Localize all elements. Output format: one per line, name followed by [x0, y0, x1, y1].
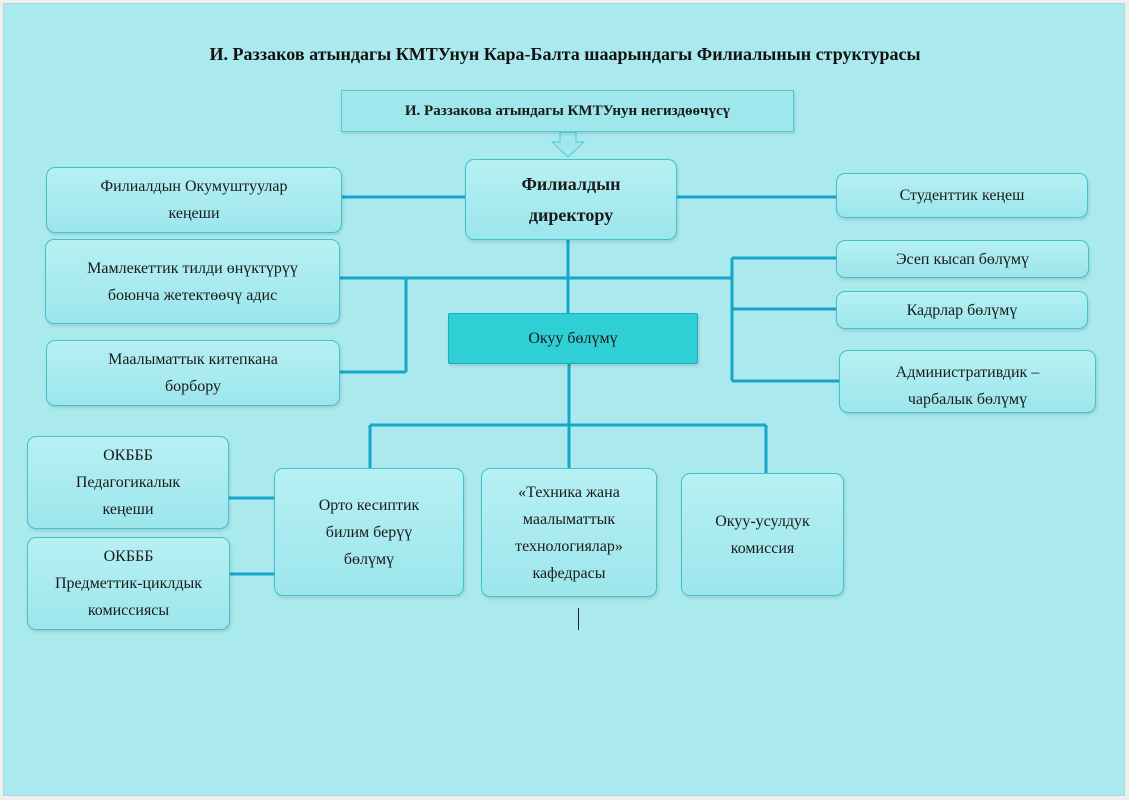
- node-director-line-1: Филиалдын: [521, 173, 621, 194]
- text-cursor: [578, 608, 579, 630]
- node-it-chair-line-2: маалыматтык: [522, 510, 616, 528]
- node-administrative-line-1: Административдик –: [895, 364, 1040, 381]
- node-academic-department: Окуу бөлүмү: [448, 313, 698, 364]
- diagram-canvas: И. Раззаков атындагы КМТУнун Кара-Балта …: [3, 3, 1125, 796]
- node-subject-commission-line-2: Предметтик-циклдык: [54, 575, 202, 592]
- connector-lines: [229, 131, 839, 576]
- node-director-line-2: директору: [528, 204, 614, 225]
- node-it-chair-line-1: «Техника жана: [518, 483, 620, 501]
- node-library-line-1: Маалыматтык китепкана: [108, 351, 278, 368]
- node-vocational: Орто кесиптик билим берүү бөлүмү: [274, 468, 464, 596]
- node-subject-commission-line-3: комиссиясы: [87, 602, 170, 619]
- node-administrative-line-2: чарбалык бөлүмү: [907, 391, 1028, 408]
- node-administrative: Административдик – чарбалык бөлүмү: [839, 350, 1096, 413]
- node-scientific-council-line-2: кеңеши: [168, 205, 220, 222]
- node-it-chair-line-3: технологиялар»: [515, 537, 623, 555]
- founder-arrow: [550, 131, 586, 158]
- node-it-chair-line-4: кафедрасы: [532, 564, 606, 582]
- node-founder: И. Раззакова атындагы КМТУнун негиздөөчү…: [341, 90, 794, 132]
- node-it-chair: «Техника жана маалыматтык технологиялар»…: [481, 468, 657, 597]
- node-scientific-council: Филиалдын Окумуштуулар кеңеши: [46, 167, 342, 233]
- node-personnel: Кадрлар бөлүмү: [836, 291, 1088, 329]
- node-personnel-text: Кадрлар бөлүмү: [906, 301, 1018, 319]
- node-pedagogical-council-line-3: кеңеши: [102, 501, 154, 518]
- node-state-language-line-2: боюнча жетектөөчү адис: [107, 286, 278, 304]
- node-vocational-line-1: Орто кесиптик: [318, 496, 420, 514]
- node-pedagogical-council-line-2: Педагогикалык: [75, 474, 181, 491]
- node-pedagogical-council-line-1: ОКБББ: [103, 447, 153, 464]
- node-methodical: Окуу-усулдук комиссия: [681, 473, 844, 596]
- node-accounting: Эсеп кысап бөлүмү: [836, 240, 1089, 278]
- node-state-language-line-1: Мамлекеттик тилди өнүктүрүү: [87, 259, 298, 277]
- node-director: Филиалдын директору: [465, 159, 677, 240]
- node-pedagogical-council: ОКБББ Педагогикалык кеңеши: [27, 436, 229, 529]
- node-vocational-line-3: бөлүмү: [343, 550, 395, 568]
- node-methodical-line-1: Окуу-усулдук: [715, 512, 810, 530]
- node-subject-commission-line-1: ОКБББ: [103, 548, 154, 565]
- node-student-council-text: Студенттик кеңеш: [899, 187, 1025, 204]
- node-library-line-2: борбору: [164, 378, 222, 395]
- node-accounting-text: Эсеп кысап бөлүмү: [895, 250, 1030, 268]
- node-student-council: Студенттик кеңеш: [836, 173, 1088, 218]
- node-state-language: Мамлекеттик тилди өнүктүрүү боюнча жетек…: [45, 239, 340, 324]
- node-methodical-line-2: комиссия: [730, 539, 795, 557]
- node-founder-text: И. Раззакова атындагы КМТУнун негиздөөчү…: [404, 102, 731, 119]
- node-subject-commission: ОКБББ Предметтик-циклдык комиссиясы: [27, 537, 230, 630]
- node-scientific-council-line-1: Филиалдын Окумуштуулар: [100, 178, 288, 195]
- diagram-title: И. Раззаков атындагы КМТУнун Кара-Балта …: [209, 44, 921, 64]
- node-library: Маалыматтык китепкана борбору: [46, 340, 340, 406]
- node-academic-department-text: Окуу бөлүмү: [528, 330, 618, 347]
- node-vocational-line-2: билим берүү: [325, 523, 413, 541]
